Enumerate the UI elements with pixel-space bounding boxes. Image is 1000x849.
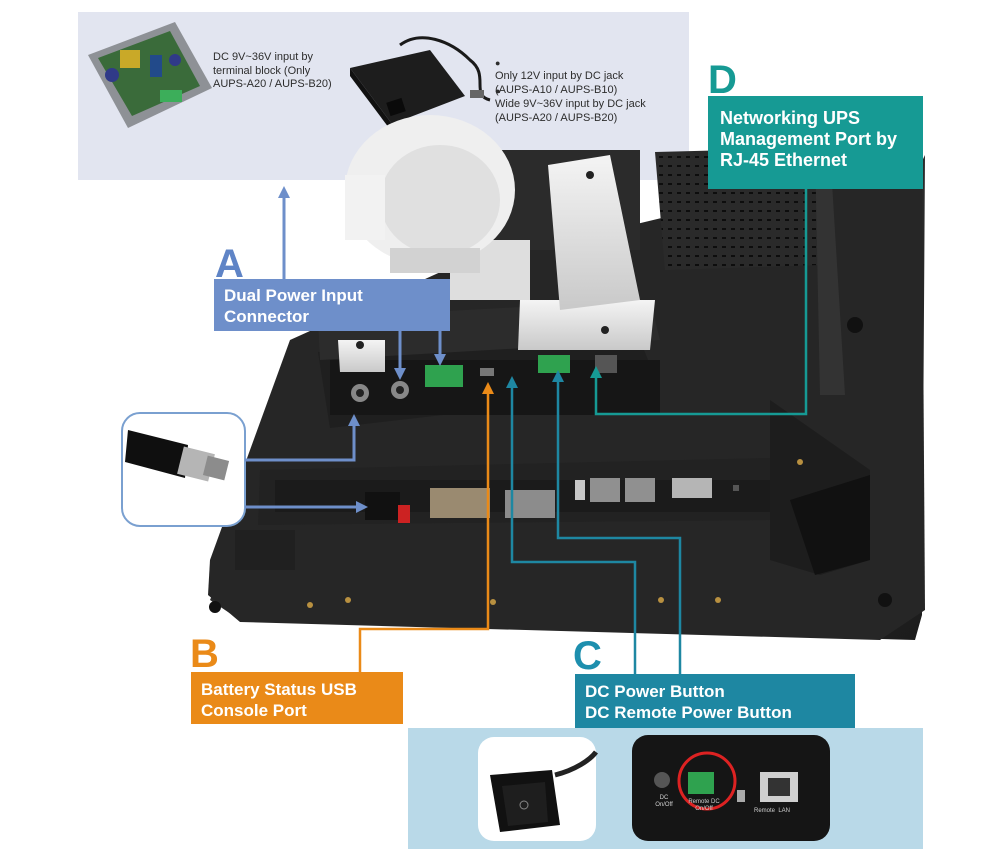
power-adapter-photo: [350, 36, 491, 132]
power-board-photo: [88, 22, 212, 128]
connector-inset: [121, 412, 246, 527]
ports-closeup-photo: [632, 735, 830, 841]
remote-dc-label: Remote DC On/Off: [688, 799, 720, 812]
caption-dc-jack-12v: ● Only 12V input by DC jack (AUPS-A10 / …: [495, 43, 690, 97]
callout-networking-ups-port: Networking UPS Management Port by RJ-45 …: [708, 96, 923, 189]
bullet-icon: ●: [495, 57, 501, 68]
bullet-icon: ●: [495, 85, 501, 96]
callout-dc-power-button: DC Power Button DC Remote Power Button: [575, 674, 855, 728]
white-mount: [338, 115, 655, 372]
callout-letter-c: C: [573, 634, 602, 678]
callout-letter-a: A: [215, 242, 244, 286]
caption-dc-jack-12v-text: Only 12V input by DC jack (AUPS-A10 / AU…: [495, 70, 624, 96]
remote-lan-label: Remote LAN: [754, 808, 791, 814]
dc-onoff-label: DC On/Off: [655, 795, 673, 808]
callout-letter-b: B: [190, 632, 219, 676]
callout-lines-c: [506, 370, 682, 674]
callout-letter-d: D: [708, 58, 737, 102]
callout-battery-status-usb: Battery Status USB Console Port: [191, 672, 403, 724]
caption-dc-jack-wide-text: Wide 9V~36V input by DC jack (AUPS-A20 /…: [495, 98, 646, 124]
callout-lines-b: [358, 382, 494, 672]
callout-dual-power-input: Dual Power Input Connector: [214, 279, 450, 331]
caption-dc-jack-wide: ● Wide 9V~36V input by DC jack (AUPS-A20…: [495, 71, 690, 125]
callout-lines-d: [590, 189, 808, 416]
caption-terminal-block: DC 9V~36V input by terminal block (Only …: [213, 51, 332, 90]
rocker-switch-photo: [478, 737, 598, 841]
callout-lines-a: [245, 186, 446, 513]
io-ports: [365, 478, 739, 523]
